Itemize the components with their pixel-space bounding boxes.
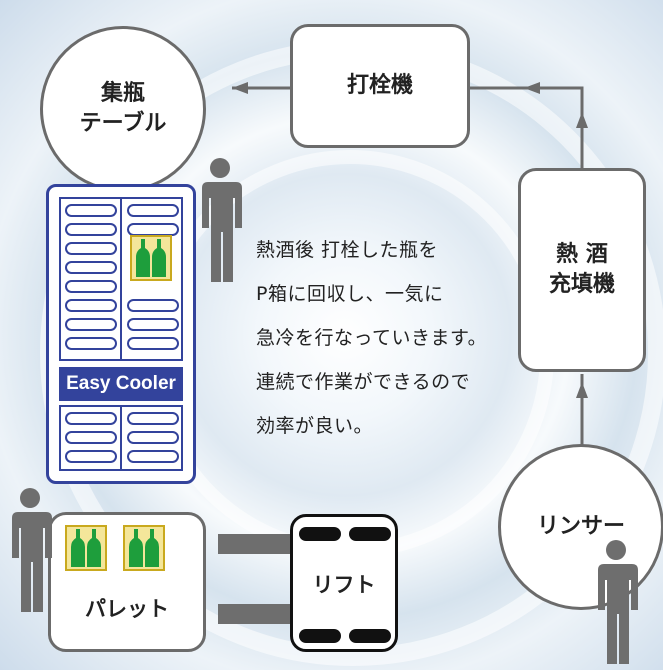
wheel: [349, 629, 391, 643]
wheel: [299, 629, 341, 643]
cooler-slot: [65, 204, 117, 217]
hot-filler-label: 熱 酒 充填機: [548, 242, 615, 297]
cooler-slot: [65, 299, 117, 312]
cooler-slot: [127, 431, 179, 444]
description-line: P箱に回収し、一気に: [256, 283, 444, 305]
cooler-slot: [65, 280, 117, 293]
rinser-label: リンサー: [536, 514, 625, 539]
lift-fork: [218, 604, 290, 624]
cooler-slot: [65, 242, 117, 255]
capper-label: 打栓機: [346, 73, 413, 98]
easy-cooler-unit: Easy Cooler: [46, 184, 196, 484]
cooler-slot: [65, 431, 117, 444]
lift-box: リフト: [290, 514, 398, 652]
wheel: [299, 527, 341, 541]
arrow-head-left: [524, 82, 540, 94]
cooler-lower-panel: [59, 405, 183, 471]
capper-node: 打栓機: [290, 24, 470, 148]
collection-table-node: 集瓶 テーブル: [40, 26, 206, 192]
arrow-head-up: [576, 382, 588, 398]
cooler-slot: [65, 450, 117, 463]
bottle-icon: [129, 529, 159, 567]
description-line: 急冷を行なっていきます。: [256, 327, 488, 349]
bottle-case: [130, 235, 172, 281]
cooler-slot: [127, 318, 179, 331]
description-line: 熱酒後 打栓した瓶を: [256, 239, 439, 261]
pallet-box: パレット: [48, 512, 206, 652]
person-icon: [12, 488, 52, 612]
cooler-label: Easy Cooler: [59, 367, 183, 401]
description-line: 連続で作業ができるので: [256, 371, 471, 393]
cooler-slot: [127, 204, 179, 217]
bottle-case: [123, 525, 165, 571]
arrow-head-left: [232, 82, 248, 94]
person-icon: [202, 158, 242, 282]
cooler-slot: [127, 412, 179, 425]
cooler-slot: [65, 223, 117, 236]
lift-fork: [218, 534, 290, 554]
pallet-label: パレット: [85, 597, 169, 621]
cooler-slot: [127, 450, 179, 463]
lift-label: リフト: [312, 573, 376, 597]
bottle-icon: [71, 529, 101, 567]
arrow-head-up: [576, 112, 588, 128]
wheel: [349, 527, 391, 541]
cooler-slot: [127, 299, 179, 312]
cooler-slot: [65, 337, 117, 350]
description-line: 効率が良い。: [256, 415, 374, 437]
bottle-icon: [136, 239, 166, 277]
cooler-slot: [65, 318, 117, 331]
cooler-slot: [65, 261, 117, 274]
cooler-slot: [127, 337, 179, 350]
hot-filler-node: 熱 酒 充填機: [518, 168, 646, 372]
bottle-case: [65, 525, 107, 571]
cooler-upper-panel: [59, 197, 183, 361]
cooler-slot: [65, 412, 117, 425]
collection-table-label: 集瓶 テーブル: [79, 81, 167, 136]
person-icon: [598, 540, 638, 664]
description-text: 熱酒後 打栓した瓶を P箱に回収し、一気に 急冷を行なっていきます。 連続で作業…: [256, 228, 536, 448]
